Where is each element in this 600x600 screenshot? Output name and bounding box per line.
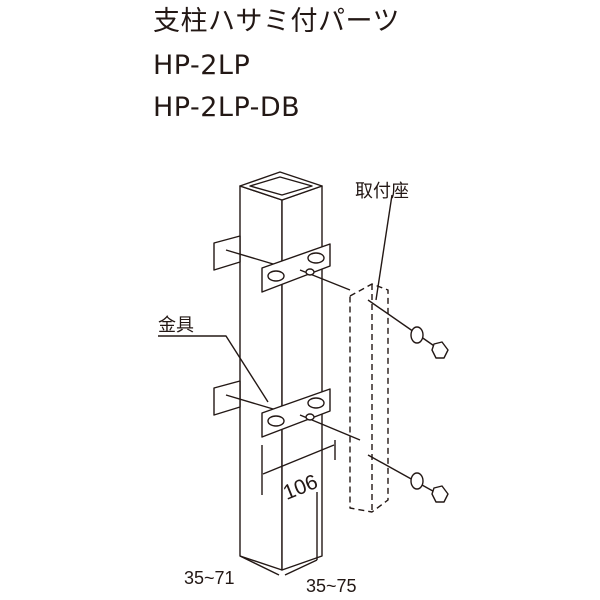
- lower-bolt: [367, 454, 449, 503]
- mount-base-label: 取付座: [355, 181, 409, 201]
- lower-bracket: [213, 380, 361, 441]
- product-title: 支柱ハサミ付パーツ: [153, 6, 400, 37]
- mounting-base: [349, 283, 389, 513]
- model-number-2: HP-2LP-DB: [153, 92, 301, 123]
- post-right-dimension: 35~75: [306, 576, 357, 596]
- bracket-label: 金具: [158, 315, 194, 335]
- upper-bolt: [367, 299, 449, 359]
- dimension-106: [261, 440, 336, 560]
- upper-bracket: [213, 235, 351, 293]
- model-number-1: HP-2LP: [153, 50, 251, 81]
- post: [239, 171, 323, 571]
- mount-leader-line: [375, 194, 393, 301]
- post-left-dimension: 35~71: [184, 568, 235, 588]
- dimension-post-width: [239, 555, 318, 576]
- bracket-leader-line: [158, 335, 269, 403]
